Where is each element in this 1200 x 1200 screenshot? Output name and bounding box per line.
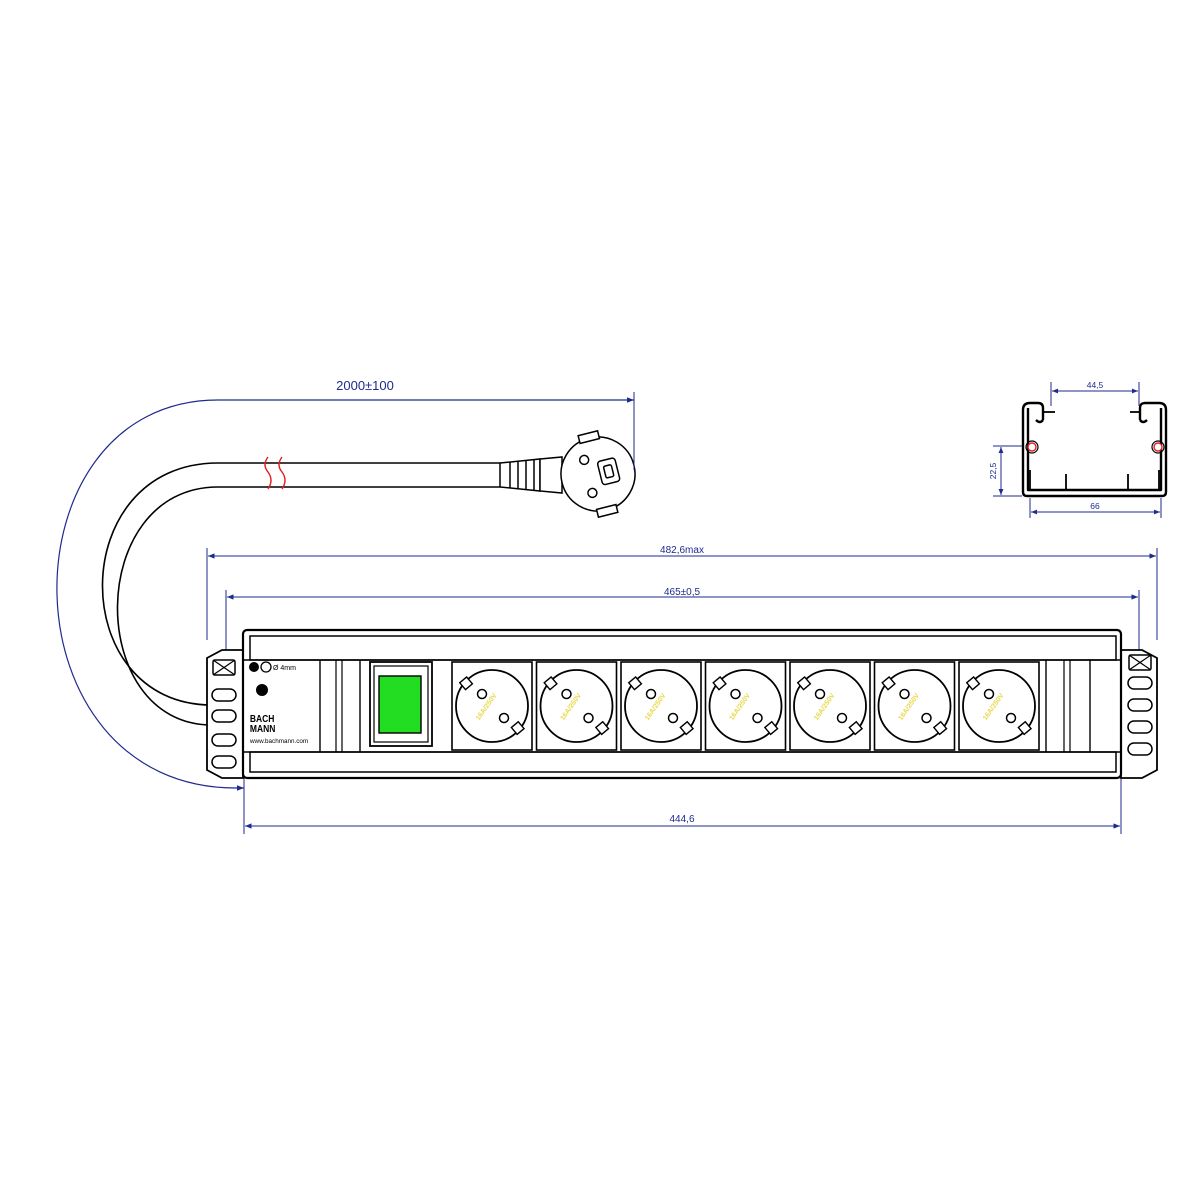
brand-line-1: BACH [250,713,275,724]
body-length-label: 444,6 [669,814,694,825]
dimension-cable-length: 2000±100 [56,378,635,791]
power-cable [101,462,500,726]
website-label: www.bachmann.com [249,738,308,745]
overall-width-label: 482,6max [660,545,704,556]
schuko-socket-icon: 16A/250V [535,661,618,751]
dimension-overall-width: 482,6max [206,545,1158,640]
brand-logo: BACH MANN www.bachmann.com [249,713,308,745]
profile-cross-section: 44,5 66 22,5 [988,380,1168,518]
dimension-mounting-distance: 465±0,5 [225,587,1140,660]
right-mounting-bracket [1120,649,1158,779]
schuko-socket-icon: 16A/250V [620,661,702,751]
schuko-socket-icon: 16A/250V [451,661,533,751]
schuko-socket-icon: 16A/250V [873,661,956,751]
mounting-distance-label: 465±0,5 [664,587,701,598]
indicator-lamp-icon [256,684,268,696]
cable-break-mark [264,456,286,490]
profile-outer-width-label: 66 [1090,501,1100,511]
dimension-body-length: 444,6 [243,770,1122,834]
angled-schuko-plug-icon [499,429,636,519]
hole-size-label: Ø 4mm [273,665,296,672]
hole-indicator: Ø 4mm [249,661,296,696]
left-mounting-bracket [206,649,244,779]
cable-length-label: 2000±100 [336,378,394,393]
schuko-socket-icon: 16A/250V [704,661,787,751]
brand-line-2: MANN [250,723,276,734]
rocker-switch-icon [369,661,433,747]
profile-height-label: 22,5 [988,462,998,479]
schuko-socket-icon: 16A/250V [958,661,1040,751]
schuko-socket-icon: 16A/250V [789,661,871,751]
profile-inner-width-label: 44,5 [1087,380,1104,390]
